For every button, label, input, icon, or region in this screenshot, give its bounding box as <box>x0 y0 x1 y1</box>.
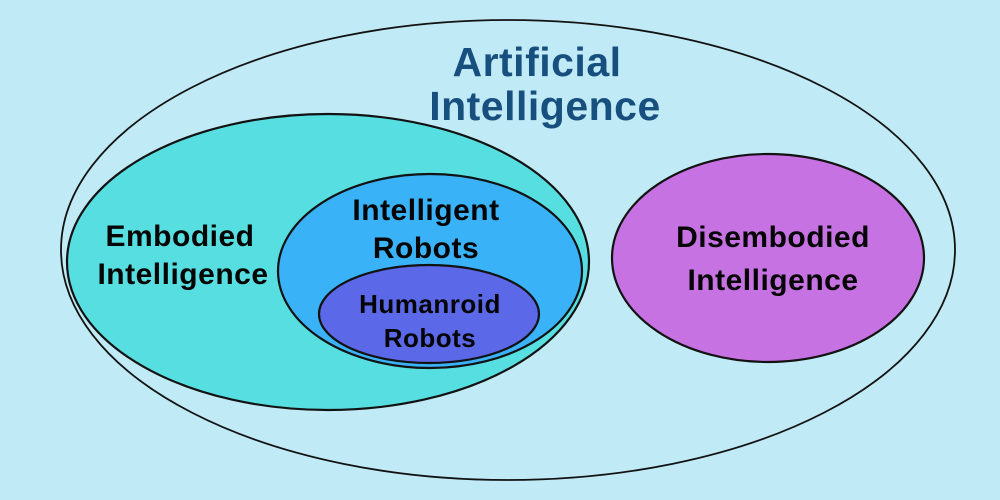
title-artificial-line: Artificial <box>452 39 621 85</box>
disembodied-intelligence-ellipse <box>610 152 926 364</box>
title-intelligence-line: Intelligence <box>429 83 661 129</box>
intelligent-label-line1: Intelligent <box>352 194 499 227</box>
intelligent-label-line2: Robots <box>373 232 479 265</box>
humanroid-robots-ellipse <box>317 263 541 365</box>
embodied-label-line2: Intelligence <box>97 258 268 291</box>
disembodied-label-line2: Intelligence <box>687 264 858 297</box>
humanroid-label-line2: Robots <box>384 323 477 353</box>
humanroid-label-line1: Humanroid <box>359 289 501 319</box>
disembodied-label-line1: Disembodied <box>676 221 870 254</box>
embodied-label-line1: Embodied <box>105 220 254 253</box>
